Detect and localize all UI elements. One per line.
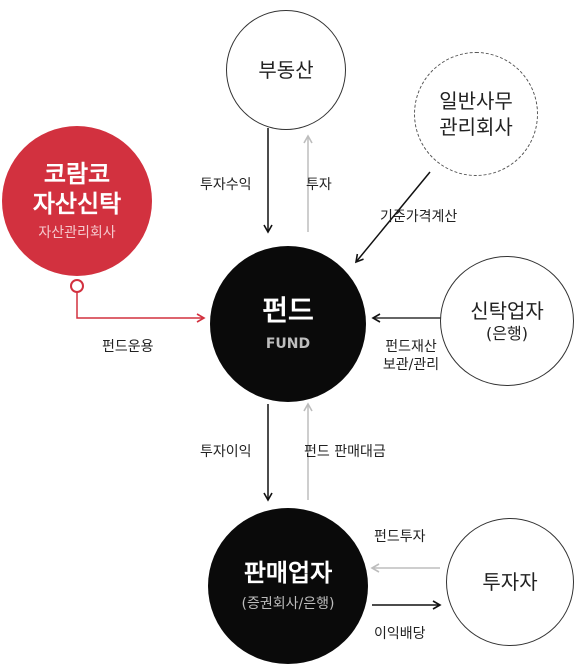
koramco-line1: 코람코 xyxy=(43,160,111,188)
label-nav-calc: 기준가격계산 xyxy=(380,209,458,225)
investor-title: 투자자 xyxy=(482,570,538,594)
node-koramco: 코람코 자산신탁 자산관리회사 xyxy=(2,126,152,276)
general-admin-line2: 관리회사 xyxy=(439,115,513,139)
koramco-sub: 자산관리회사 xyxy=(38,225,116,241)
connector-dot-koramco xyxy=(70,279,84,293)
fund-title: 펀드 xyxy=(262,294,314,327)
node-investor: 투자자 xyxy=(446,518,574,646)
label-custody-line2: 보관/관리 xyxy=(382,357,440,373)
trustee-title: 신탁업자 xyxy=(470,299,544,323)
label-dividend: 이익배당 xyxy=(374,626,426,642)
real-estate-title: 부동산 xyxy=(258,58,314,82)
trustee-sub: (은행) xyxy=(486,324,528,343)
koramco-line2: 자산신탁 xyxy=(32,190,122,218)
arrow-nav-calc xyxy=(354,171,431,264)
node-trustee: 신탁업자 (은행) xyxy=(440,256,574,386)
node-sales: 판매업자 (증권회사/은행) xyxy=(208,508,368,664)
label-custody-line1: 펀드재산 xyxy=(385,339,437,355)
label-investment: 투자 xyxy=(306,177,332,193)
sales-title: 판매업자 xyxy=(243,559,333,587)
node-fund: 펀드 FUND xyxy=(210,246,366,402)
sales-sub: (증권회사/은행) xyxy=(241,596,335,612)
fund-sub: FUND xyxy=(265,336,311,352)
node-general-admin: 일반사무 관리회사 xyxy=(414,52,538,176)
label-fund-management: 펀드운용 xyxy=(102,339,154,355)
arrow-fund-management xyxy=(76,289,206,323)
node-real-estate: 부동산 xyxy=(226,10,346,130)
label-sales-proceeds: 펀드 판매대금 xyxy=(304,444,386,460)
label-investment-income: 투자수익 xyxy=(200,177,252,193)
general-admin-line1: 일반사무 xyxy=(439,89,513,113)
label-custody: 펀드재산 보관/관리 xyxy=(370,338,452,374)
label-fund-investment: 펀드투자 xyxy=(374,529,426,545)
label-investment-profit: 투자이익 xyxy=(200,444,252,460)
